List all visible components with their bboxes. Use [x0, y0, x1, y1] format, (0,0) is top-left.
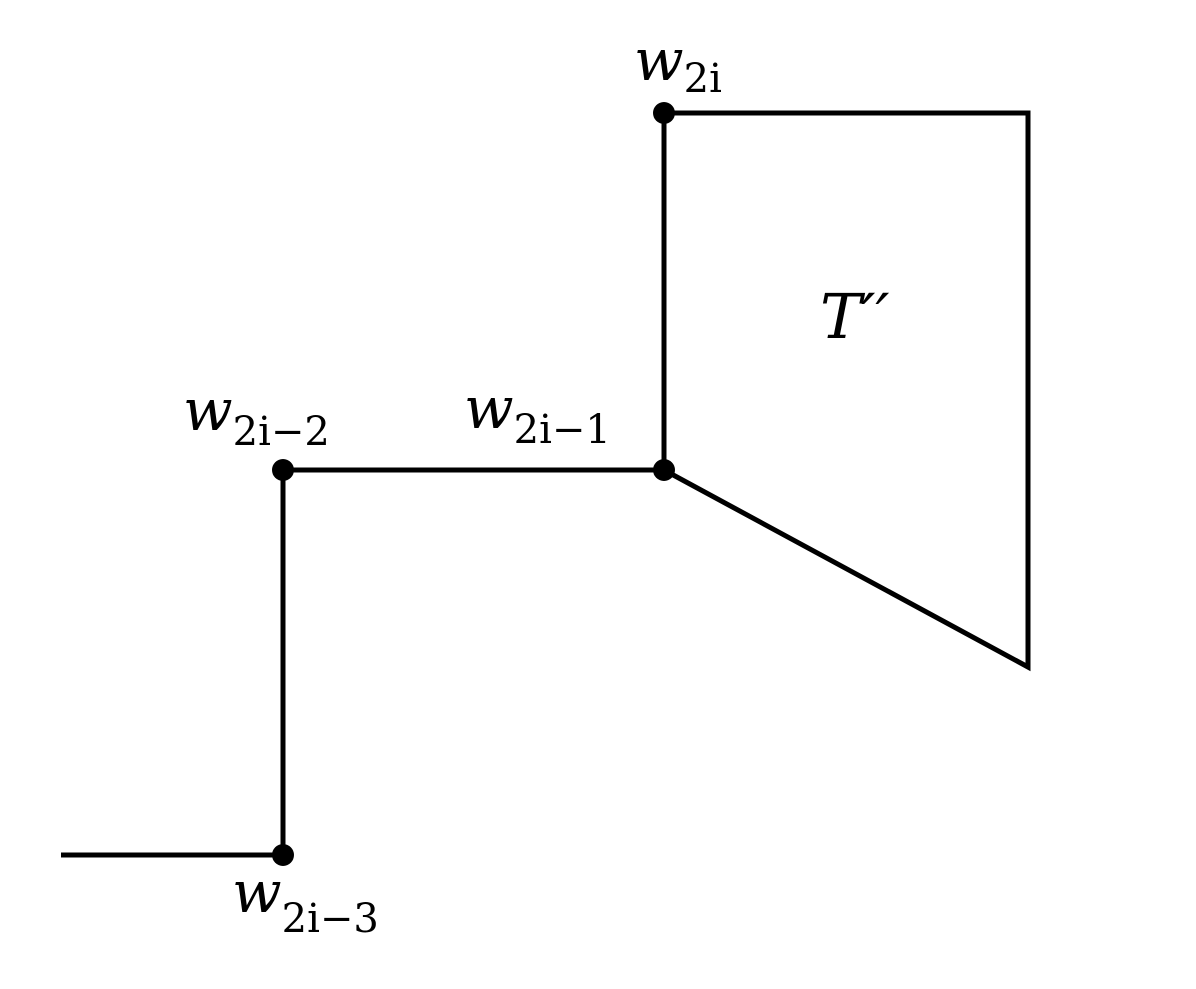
- region-boundary: [662, 110, 1031, 672]
- region-label: T′′: [820, 280, 890, 353]
- vertex-w2i-2: [272, 459, 294, 481]
- label-w2i: w2i: [634, 26, 722, 102]
- vertex-w2i: [653, 102, 675, 124]
- label-w2i-1: w2i−1: [464, 374, 611, 453]
- label-w2i-3: w2i−3: [232, 858, 379, 942]
- vertex-w2i-3: [272, 844, 294, 866]
- label-w2i-2: w2i−2: [183, 376, 330, 455]
- vertex-w2i-1: [653, 459, 675, 481]
